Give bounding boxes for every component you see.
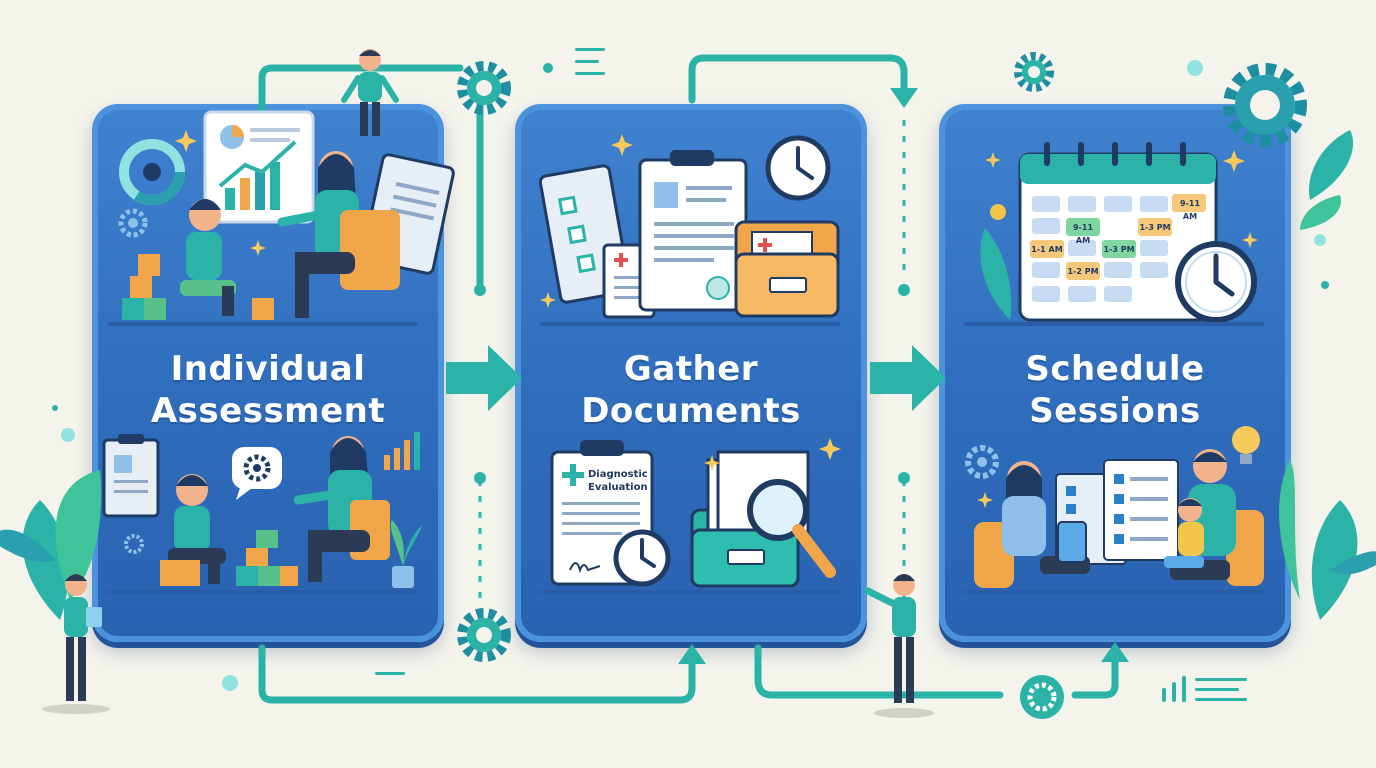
calendar-slot (1172, 194, 1206, 212)
connector-dot (898, 284, 910, 296)
calendar-slot-label: 9-11 AM (1072, 223, 1094, 245)
diagnostic-label-line1: Diagnostic (588, 469, 648, 480)
step-title-line2: Documents (581, 391, 801, 431)
plant-icon (1279, 130, 1376, 620)
step-title-line1: Schedule (1025, 349, 1205, 389)
step-title-line2: Assessment (150, 391, 386, 431)
arrow-icon (870, 345, 946, 411)
calendar-slot (1102, 240, 1136, 258)
person-figure (341, 49, 399, 136)
panel-3-illustration-top (964, 142, 1264, 326)
person-figure (864, 574, 934, 718)
step-panel-schedule-sessions: Schedule Sessions (939, 104, 1291, 642)
leaf-icon (980, 228, 1012, 320)
gear-icon (118, 208, 148, 238)
calendar-slot (1138, 218, 1172, 236)
plant-icon (0, 470, 102, 620)
clock-icon (765, 135, 831, 201)
bar-chart-icon (384, 432, 420, 470)
sparkle-icons (175, 130, 1258, 508)
gear-icon (1014, 52, 1054, 92)
panel-2-illustration-top (538, 135, 840, 326)
magnifier-icon (747, 479, 836, 578)
clock-icon (1175, 241, 1257, 323)
gear-icon (457, 608, 511, 662)
clock-icon (613, 529, 671, 587)
calendar-slot-label: 1-3 PM (1139, 223, 1171, 232)
gear-icon (457, 61, 511, 115)
panel-3-illustration-bottom (964, 426, 1264, 594)
calendar-slot (1066, 262, 1100, 280)
speech-bubble-gear-icon (232, 447, 282, 500)
step-title-line1: Gather (623, 349, 759, 389)
arrowhead-icon (678, 644, 706, 664)
panel-2-illustration-bottom (540, 440, 840, 594)
gear-icon (1223, 63, 1307, 147)
step-title-line2: Sessions (1029, 391, 1201, 431)
calendar-slot (1066, 218, 1100, 236)
arrow-icon (446, 345, 522, 411)
lightbulb-icon (1232, 426, 1260, 464)
calendar-slot (1030, 240, 1064, 258)
step-panel-gather-documents: Gather Documents (515, 104, 867, 642)
decorative-marks (52, 48, 1329, 702)
diagnostic-label-line2: Evaluation (588, 482, 648, 493)
arrowhead-icon (890, 88, 918, 108)
panel-1-illustration-top (108, 110, 455, 326)
signature (569, 562, 601, 574)
arrowhead-icon (1101, 642, 1129, 662)
calendar-slot-label: 1-1 AM (1031, 245, 1063, 254)
step-title: Schedule Sessions (945, 348, 1285, 432)
panel-1-illustration-bottom (102, 432, 422, 594)
seal-icon (706, 276, 730, 300)
step-title: Individual Assessment (98, 348, 438, 432)
step-title: Gather Documents (521, 348, 861, 432)
step-title-line1: Individual (170, 349, 366, 389)
gear-icon (124, 534, 144, 554)
step-panel-individual-assessment: Individual Assessment (92, 104, 444, 642)
connector-dot (474, 284, 486, 296)
connector-dot (474, 472, 486, 484)
calendar-slot-label: 1-3 PM (1103, 245, 1135, 254)
gear-icon (965, 445, 999, 479)
gear-icon (1020, 675, 1064, 719)
connector-lines (258, 54, 1119, 704)
calendar-slot-label: 1-2 PM (1067, 267, 1099, 276)
calendar-slot-label: 9-11 AM (1179, 199, 1201, 221)
person-figure (42, 574, 110, 714)
connector-dot (898, 472, 910, 484)
